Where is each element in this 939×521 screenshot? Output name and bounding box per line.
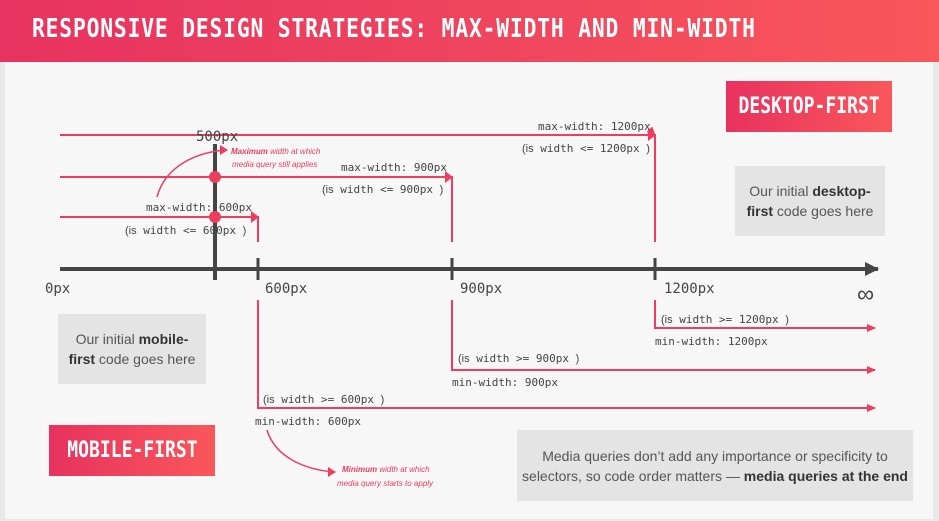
min-width-900-query: min-width: 900px <box>452 376 558 389</box>
max-width-1200-query: max-width: 1200px <box>538 120 651 133</box>
desktop-note-text: Our initial <box>749 183 813 199</box>
maximum-annotation-arrow <box>156 145 228 198</box>
minimum-annotation-line1: Minimum width at which <box>342 465 430 474</box>
desktop-note-text-2: code goes here <box>773 203 874 219</box>
intersection-dot-600 <box>209 211 221 223</box>
mobile-note-text-2: code goes here <box>95 351 196 367</box>
page-title: RESPONSIVE DESIGN STRATEGIES: MAX-WIDTH … <box>32 14 756 44</box>
min-width-1200-line <box>654 300 876 332</box>
intersection-dot-900 <box>209 171 221 183</box>
maximum-annotation-line1: Maximum width at which <box>231 147 321 156</box>
desktop-first-note: Our initial desktop- first code goes her… <box>735 166 885 236</box>
desktop-note-bold-2: first <box>746 203 774 219</box>
media-queries-note: Media queries don’t add any importance o… <box>517 430 913 501</box>
tick-label-1200: 1200px <box>664 281 715 297</box>
max-width-1200-condition: (is width <= 1200px ) <box>522 142 650 155</box>
diagram-svg: 0px 600px 900px 1200px ∞ 500px max-width… <box>45 120 879 488</box>
desktop-first-badge: DESKTOP-FIRST <box>726 81 892 132</box>
min-width-900-line <box>451 300 876 374</box>
mobile-note-bold-2: first <box>68 351 96 367</box>
min-width-1200-condition: (is width >= 1200px ) <box>661 313 789 326</box>
min-width-600-query: min-width: 600px <box>255 415 361 428</box>
desktop-first-label: DESKTOP-FIRST <box>738 94 880 119</box>
min-width-600-line <box>257 300 876 412</box>
min-width-600-condition: (is width >= 600px ) <box>263 393 384 406</box>
mobile-first-note: Our initial mobile- first code goes here <box>58 314 206 384</box>
desktop-note-bold: desktop- <box>812 183 871 199</box>
min-width-900-condition: (is width >= 900px ) <box>458 352 579 365</box>
minimum-annotation-arrow <box>266 429 336 477</box>
viewport-500-label: 500px <box>196 129 238 145</box>
max-width-600-line <box>60 211 259 242</box>
min-width-1200-query: min-width: 1200px <box>655 335 768 348</box>
max-width-600-condition: (is width <= 600px ) <box>125 224 246 237</box>
queries-note-line2: selectors, so code order matters — <box>522 467 744 484</box>
header-banner: RESPONSIVE DESIGN STRATEGIES: MAX-WIDTH … <box>0 0 939 62</box>
tick-label-0: 0px <box>45 281 70 297</box>
tick-label-900: 900px <box>460 281 502 297</box>
queries-note-line1: Media queries don’t add any importance o… <box>542 447 888 464</box>
mobile-first-badge: MOBILE-FIRST <box>49 425 215 476</box>
max-width-600-query: max-width: 600px <box>146 201 252 214</box>
mobile-note-text: Our initial <box>75 331 139 347</box>
minimum-annotation-line2: media query starts to apply <box>337 479 434 488</box>
max-width-900-condition: (is width <= 900px ) <box>322 183 443 196</box>
tick-label-600: 600px <box>265 281 307 297</box>
max-width-900-line <box>60 171 453 242</box>
maximum-annotation-line2: media query still applies <box>232 160 317 169</box>
max-width-1200-line <box>60 126 656 242</box>
mobile-note-bold: mobile- <box>138 331 189 347</box>
max-width-900-query: max-width: 900px <box>341 161 447 174</box>
infinity-label: ∞ <box>857 281 874 308</box>
mobile-first-label: MOBILE-FIRST <box>66 438 198 463</box>
queries-note-bold: media queries at the end <box>743 467 908 484</box>
